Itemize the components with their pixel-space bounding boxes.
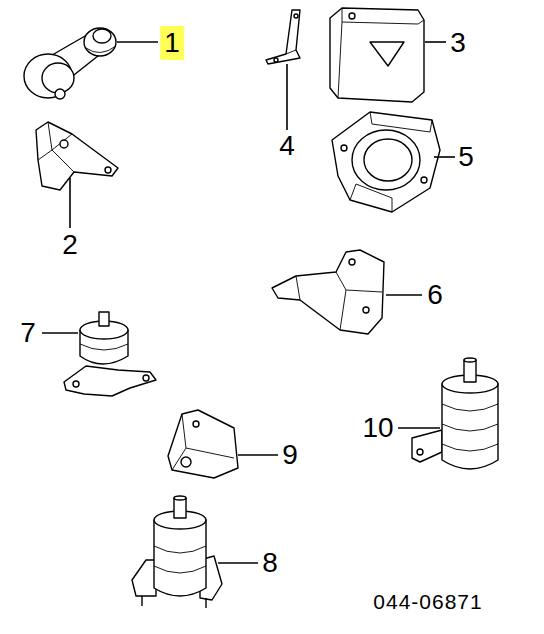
part-outline	[349, 13, 355, 19]
engine-mount	[132, 496, 222, 608]
part-outline	[442, 444, 498, 451]
callout-number: 9	[282, 441, 298, 469]
leader-line	[386, 294, 422, 296]
part-outline	[84, 28, 116, 56]
part-outline	[193, 421, 199, 427]
part-outline	[42, 63, 74, 93]
part-outline	[141, 596, 142, 606]
leader-line	[218, 562, 258, 564]
part-outline	[38, 150, 52, 160]
part-outline	[338, 22, 342, 98]
part-outline	[364, 139, 412, 181]
part-outline	[48, 122, 72, 150]
callout-number: 8	[262, 549, 278, 577]
mount-bracket-cover	[330, 8, 424, 102]
part-outline	[274, 58, 278, 62]
part-outline	[336, 272, 382, 292]
part-outline	[93, 29, 111, 43]
part-outline	[442, 424, 498, 431]
part-outline	[332, 112, 440, 212]
part-outline	[442, 384, 498, 469]
part-outline	[105, 167, 111, 173]
callout-number: 6	[427, 281, 443, 309]
callout-number: 7	[20, 319, 36, 347]
part-outline	[266, 10, 300, 64]
engine-mount	[64, 312, 156, 396]
part-outline	[294, 14, 298, 18]
leader-line	[238, 454, 278, 456]
engine-mount-bracket	[36, 122, 118, 190]
part-outline	[154, 520, 206, 596]
part-outline	[174, 496, 186, 500]
part-outline	[99, 312, 109, 326]
part-outline	[363, 307, 369, 313]
part-outline	[342, 8, 424, 24]
part-outline	[154, 546, 206, 553]
part-outline	[442, 404, 498, 411]
part-outline	[174, 498, 186, 518]
part-outline	[143, 375, 149, 381]
torque-rod	[24, 28, 116, 99]
part-outline	[52, 150, 74, 172]
part-outline	[132, 560, 156, 596]
leader-line	[398, 427, 440, 429]
part-code: 044-06871	[373, 591, 482, 612]
leader-line	[425, 41, 446, 43]
callout-number: 3	[450, 29, 466, 57]
part-outline	[286, 50, 296, 54]
callout-number: 4	[279, 132, 295, 160]
part-outline	[340, 290, 346, 330]
part-outline	[182, 414, 234, 458]
part-outline	[296, 276, 300, 300]
leader-line	[434, 156, 455, 158]
part-outline	[272, 250, 384, 334]
part-outline	[464, 358, 476, 362]
part-outline	[80, 344, 128, 350]
part-outline	[330, 8, 424, 102]
callout-number: 1	[160, 26, 184, 60]
callout-number: 2	[62, 231, 78, 259]
part-outline	[55, 89, 65, 99]
part-outline	[36, 122, 118, 190]
part-outline	[412, 430, 442, 462]
part-outline	[205, 598, 206, 608]
leader-line	[117, 41, 158, 43]
mount-bracket	[168, 410, 238, 478]
part-outline	[421, 177, 427, 183]
part-outline	[370, 42, 404, 66]
part-outline	[464, 360, 476, 382]
part-outline	[350, 184, 392, 212]
part-outline	[352, 130, 420, 190]
part-outline	[341, 145, 347, 151]
leader-line	[286, 64, 288, 130]
callout-number: 10	[362, 414, 393, 442]
engine-mount	[412, 358, 498, 469]
callout-number: 5	[458, 143, 474, 171]
part-outline	[417, 449, 423, 455]
mount-housing	[332, 112, 440, 212]
part-outline	[86, 46, 116, 53]
part-outline	[73, 381, 79, 387]
part-outline	[168, 410, 238, 478]
part-outline	[64, 366, 156, 396]
part-outline	[181, 457, 191, 467]
leader-line	[42, 332, 78, 334]
stay-bracket	[266, 10, 300, 64]
part-outline	[370, 112, 432, 132]
leader-line	[69, 178, 71, 228]
part-outline	[60, 140, 68, 148]
part-outline	[154, 566, 206, 573]
part-outline	[349, 259, 355, 265]
mount-bracket	[272, 250, 384, 334]
